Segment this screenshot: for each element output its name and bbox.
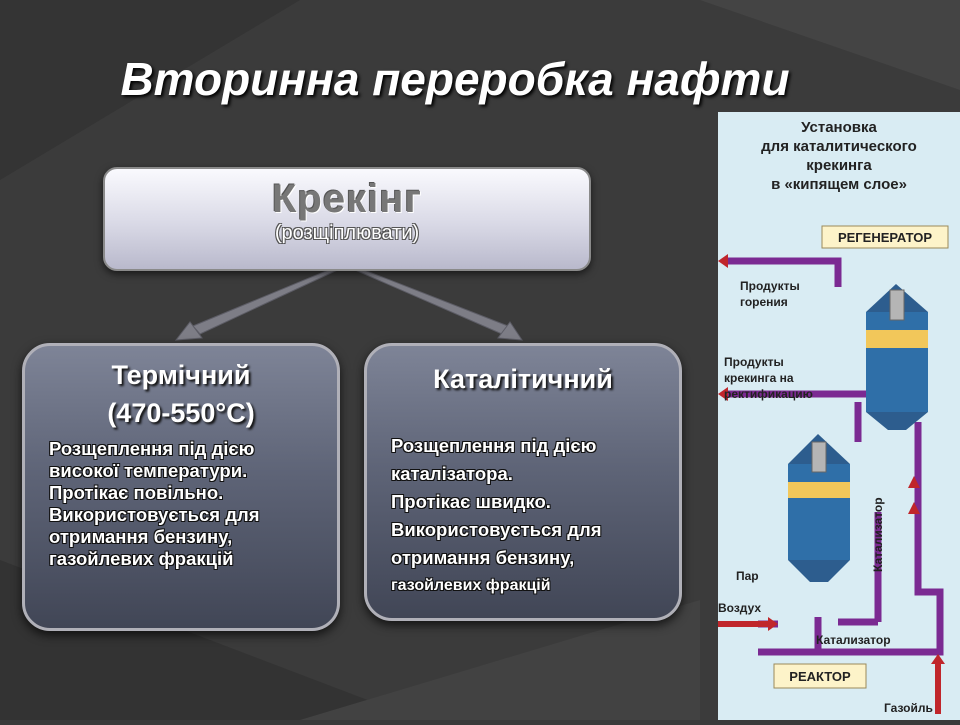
thermal-title: Термічний <box>111 360 251 390</box>
reactor-vessel <box>788 434 850 582</box>
catalytic-line: газойлевих фракцій <box>391 577 551 594</box>
thermal-line: Протікає повільно. <box>49 482 224 503</box>
thermal-temperature: (470-550°C) <box>107 398 255 428</box>
cracking-title: Крекінг <box>271 177 423 221</box>
thermal-line: Розщеплення під дією <box>49 438 255 459</box>
cracking-products-label: ректификацию <box>724 387 813 401</box>
air-label: Воздух <box>718 601 761 615</box>
figure-heading-line: в «кипящем слое» <box>771 176 907 193</box>
flow-arrows <box>718 254 945 714</box>
catalytic-cracking-card: Каталітичний Розщеплення під дією каталі… <box>364 343 682 621</box>
figure-heading-line: для каталитического <box>761 138 917 155</box>
thermal-line: високої температури. <box>49 460 248 481</box>
catalytic-line: каталізатора. <box>391 463 513 484</box>
cracking-products-label: Продукты <box>724 355 784 369</box>
gasoil-label: Газойль <box>884 701 933 715</box>
catalyst-vertical-label: Катализатор <box>871 497 885 572</box>
thermal-line: отримання бензину, <box>49 526 233 547</box>
catalytic-cracking-unit-figure: Установка для каталитического крекинга в… <box>718 112 960 720</box>
thermal-line: газойлевих фракцій <box>49 548 234 569</box>
regenerator-vessel <box>866 284 928 430</box>
figure-heading-line: крекинга <box>806 157 872 174</box>
catalytic-title: Каталітичний <box>433 364 613 394</box>
catalytic-line: Розщеплення під дією <box>391 435 597 456</box>
reactor-label: РЕАКТОР <box>789 669 851 684</box>
thermal-description: Розщеплення під дією високої температури… <box>49 438 260 570</box>
combustion-products-label: Продукты <box>740 279 800 293</box>
unit-diagram: Установка для каталитического крекинга в… <box>718 119 949 715</box>
combustion-products-label: горения <box>740 295 788 309</box>
connector-arrows <box>174 265 523 341</box>
catalyst-bottom-label: Катализатор <box>816 633 891 647</box>
regenerator-label: РЕГЕНЕРАТОР <box>838 230 932 245</box>
cracking-products-label: крекинга на <box>724 371 794 385</box>
catalytic-line: Протікає швидко. <box>391 491 551 512</box>
catalytic-line: Використовується для <box>391 519 602 540</box>
thermal-cracking-card: Термічний (470-550°C) Розщеплення під ді… <box>22 343 340 631</box>
reactor-label-box <box>773 663 867 689</box>
regenerator-label-box <box>821 225 949 249</box>
steam-label: Пар <box>736 569 759 583</box>
figure-heading-line: Установка <box>801 119 877 136</box>
slide-title: Вторинна переробка нафти <box>120 53 790 105</box>
cracking-subtitle: (розщіплювати) <box>274 222 420 244</box>
catalyst-pipes <box>724 257 944 656</box>
cracking-box: Крекінг (розщіплювати) <box>103 167 591 271</box>
catalytic-line: отримання бензину, <box>391 547 575 568</box>
catalytic-description: Розщеплення під дією каталізатора. Проті… <box>391 432 602 600</box>
thermal-line: Використовується для <box>49 504 260 525</box>
